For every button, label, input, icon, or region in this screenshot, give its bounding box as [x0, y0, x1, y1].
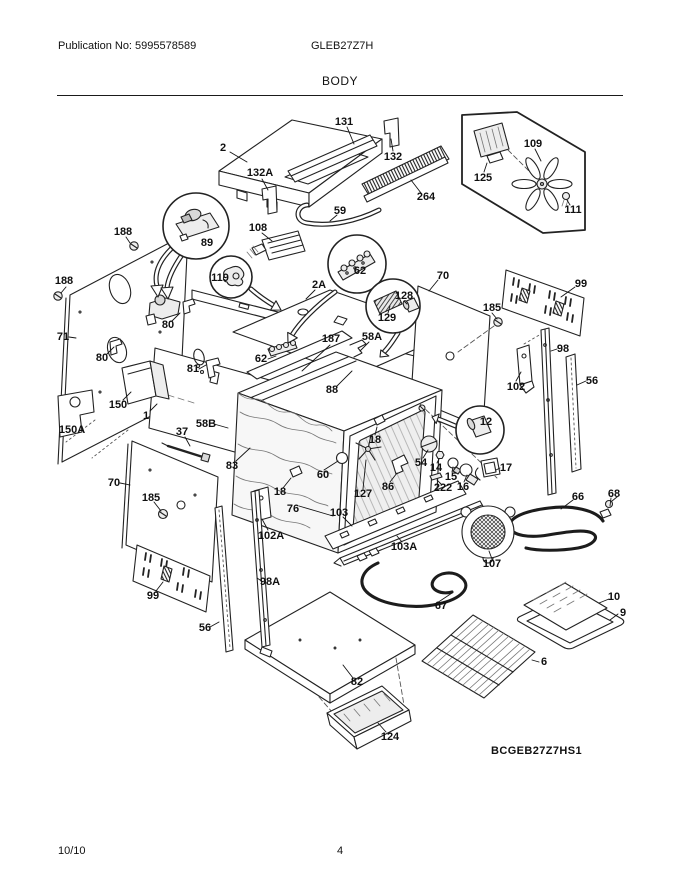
bracket-150A-art [57, 389, 95, 438]
side-panel-70-left-art [121, 440, 219, 583]
box-150-art [121, 360, 170, 405]
broil-element-66-art [508, 496, 618, 552]
bracket-81-art [195, 357, 221, 379]
footer-page-number: 4 [336, 845, 344, 857]
vent-grille-264-art [361, 145, 450, 203]
bracket-102-art [516, 333, 542, 394]
fan-detail-box-art [461, 111, 586, 234]
diagram-code: BCGEB27Z7HS1 [491, 745, 582, 757]
oven-cavity-art [231, 351, 443, 554]
strip-56-left-art [214, 505, 234, 653]
pointer-arrows-art [150, 246, 461, 430]
detail-circle-62-art [327, 234, 387, 294]
drawer-124-art [326, 685, 412, 750]
vent-tube-59-art [295, 202, 382, 227]
leader-lines-art [60, 126, 619, 733]
section-title: BODY [321, 74, 358, 88]
rail-131-art [287, 134, 378, 183]
strip-56-right-art [565, 353, 582, 473]
rail-98A-art [250, 489, 273, 658]
detail-circle-128-129-art [365, 278, 421, 334]
footer-date: 10/10 [58, 845, 86, 857]
liner-187-58A-art [246, 330, 367, 380]
publication-number: Publication No: 5995578589 [58, 40, 197, 52]
device-108-art [246, 230, 306, 261]
bracket-132A-art [261, 185, 278, 215]
bake-element-67-art [356, 547, 468, 608]
latch-80-art [109, 294, 196, 356]
detail-circle-12-art [455, 405, 505, 455]
convection-fan-107-art [460, 505, 516, 564]
broiler-insert-10-art [523, 581, 608, 631]
rear-panel-99-left-art [132, 544, 211, 613]
screw-188-art [53, 241, 139, 301]
rod-37-art [161, 442, 211, 463]
header-rule [57, 95, 623, 96]
model-number: GLEB27Z7H [311, 40, 374, 52]
rear-panel-99-right-art [501, 269, 585, 337]
lamp-parts-art [418, 403, 501, 486]
rail-98-art [540, 327, 557, 496]
bracket-132-art [383, 117, 400, 148]
detail-circle-119-art [209, 255, 253, 299]
oven-rack-6-art [421, 614, 536, 699]
rail-103-art [324, 480, 467, 550]
detail-circle-89-art [162, 192, 230, 260]
